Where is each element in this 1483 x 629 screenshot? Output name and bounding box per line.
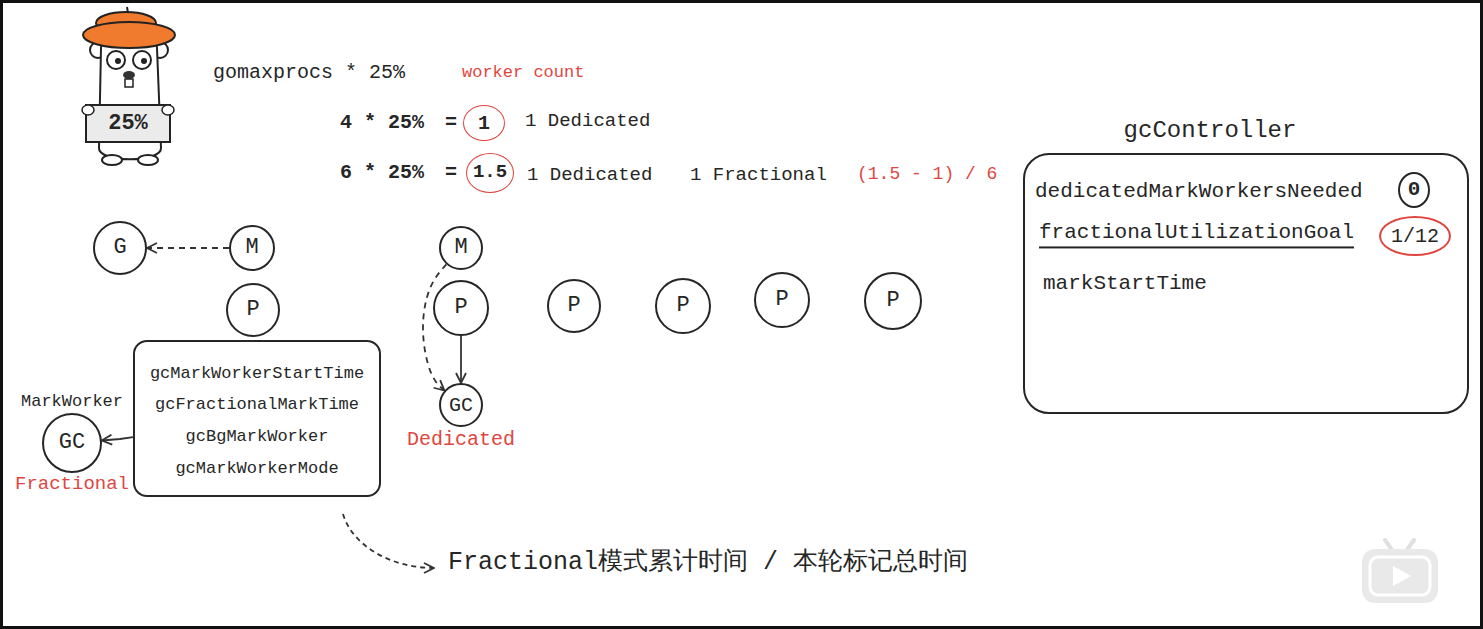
text-label: worker count xyxy=(462,63,584,83)
text-label: (1.5 - 1) / 6 xyxy=(857,164,997,186)
text-label: = xyxy=(445,111,457,135)
gopher-foot xyxy=(102,155,122,165)
text-label: 1 Dedicated xyxy=(527,164,652,187)
node-text: gcMarkWorkerStartTime xyxy=(150,364,364,384)
node-text: gcController xyxy=(1124,117,1297,145)
node-text: P xyxy=(246,297,259,322)
gopher-teeth xyxy=(125,79,133,87)
beret xyxy=(83,22,175,48)
node-text: gcFractionalMarkTime xyxy=(155,395,359,415)
node-text: M xyxy=(454,235,467,260)
node-text: GC xyxy=(449,394,473,417)
text-label: gomaxprocs * 25% xyxy=(213,61,405,85)
node-text: dedicatedMarkWorkersNeeded xyxy=(1035,180,1363,204)
node-text: gcBgMarkWorker xyxy=(186,427,329,447)
circle-node: P xyxy=(655,278,711,334)
node-text: G xyxy=(113,235,126,260)
watermark-antenna xyxy=(1385,540,1392,550)
text-label: 6 * 25% xyxy=(340,161,424,185)
watermark-antenna xyxy=(1407,540,1414,550)
leader-arrow xyxy=(343,514,434,568)
node-text: 1 xyxy=(478,112,490,135)
sign-board xyxy=(86,105,170,142)
node-text: P xyxy=(886,288,899,313)
text-label: 1 Dedicated xyxy=(525,110,650,133)
gopher-eye xyxy=(107,51,125,69)
gopher-pupil xyxy=(115,58,121,64)
node-text: fractionalUtilizationGoal xyxy=(1039,221,1354,248)
watermark-box xyxy=(1362,549,1438,603)
video-watermark xyxy=(1362,540,1438,603)
text-label: = xyxy=(445,161,457,185)
circle-node: P xyxy=(547,279,601,333)
text-label: 4 * 25% xyxy=(340,111,424,135)
gopher-foot xyxy=(138,155,158,165)
circle-node: GCDedicated xyxy=(439,383,483,427)
circle-node: M xyxy=(229,225,275,271)
gopher-hand xyxy=(82,105,94,115)
node-text: Dedicated xyxy=(407,428,515,451)
node-text: P xyxy=(775,287,788,312)
gopher-eye xyxy=(133,51,151,69)
gopher-nose xyxy=(123,71,135,79)
node-text: markStartTime xyxy=(1043,272,1207,296)
circle-node: 1 xyxy=(463,105,505,141)
node-text: MarkWorker xyxy=(21,392,123,412)
circle-node: M xyxy=(439,226,483,270)
connector-arrow xyxy=(460,336,462,383)
circle-node: 1/12 xyxy=(1379,216,1451,256)
circle-node: G xyxy=(93,221,147,275)
node-text: gcMarkWorkerMode xyxy=(175,459,338,479)
struct-box: 01/12gcControllerdedicatedMarkWorkersNee… xyxy=(1023,153,1469,414)
beret-stem xyxy=(127,7,128,13)
text-label: 25% xyxy=(108,111,148,137)
node-text: 1.5 xyxy=(473,162,507,184)
gopher-mascot xyxy=(82,7,175,165)
circle-node: P xyxy=(754,272,810,328)
circle-node: P xyxy=(864,272,922,330)
node-text: Fractional xyxy=(15,474,129,496)
circle-node: 1.5 xyxy=(466,153,514,193)
gopher-pupil xyxy=(141,58,147,64)
connector-arrow xyxy=(102,437,133,440)
circle-node: P xyxy=(433,280,489,336)
node-text: P xyxy=(676,293,689,318)
node-text: M xyxy=(245,235,258,260)
struct-box: gcMarkWorkerStartTime gcFractionalMarkTim… xyxy=(133,340,381,497)
node-text: 1/12 xyxy=(1391,225,1439,248)
circle-node: 0 xyxy=(1398,172,1430,208)
connector-arrow xyxy=(147,247,229,249)
circle-node: MarkWorkerGCFractional xyxy=(42,413,102,473)
node-text: GC xyxy=(59,430,85,455)
circle-node: P xyxy=(226,283,280,337)
watermark-screen xyxy=(1370,557,1430,595)
node-text: P xyxy=(567,293,580,318)
text-label: 1 Fractional xyxy=(690,164,827,187)
text-label: Fractional模式累计时间 / 本轮标记总时间 xyxy=(448,548,968,578)
watermark-play xyxy=(1393,566,1411,586)
node-text: 0 xyxy=(1408,178,1421,202)
gopher-hand xyxy=(162,105,174,115)
node-text: P xyxy=(454,295,467,320)
